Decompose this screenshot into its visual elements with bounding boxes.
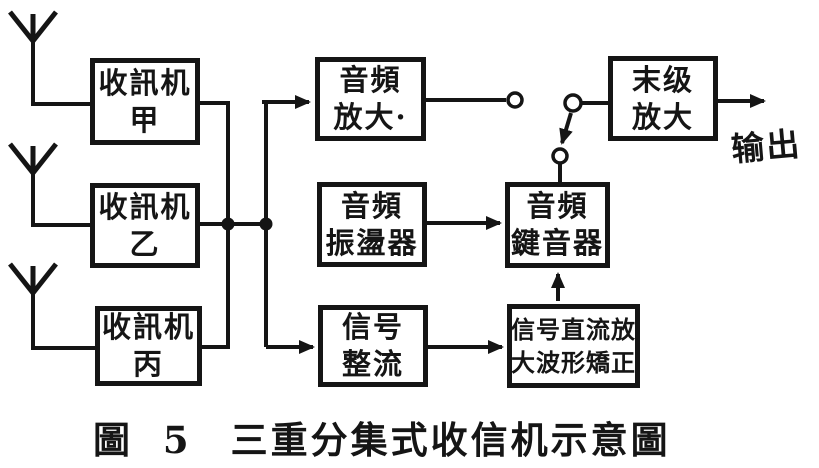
- output-label: 输出: [729, 124, 803, 169]
- switch-contact-keyer: [551, 147, 569, 165]
- switch-arm: [559, 112, 573, 145]
- block-label: 音頻: [526, 189, 589, 223]
- block-receiver-a: 收訊机 甲: [90, 58, 200, 145]
- block-signal-dc-amp-waveform-corrector: 信号直流放 大波形矯正: [507, 304, 640, 388]
- block-label: 音頻: [340, 188, 403, 223]
- block-receiver-b: 收訊机 乙: [90, 183, 200, 268]
- block-label: 鍵音器: [510, 226, 604, 260]
- block-label: 收訊机: [98, 65, 192, 100]
- block-af-oscillator: 音頻 振盪器: [317, 182, 427, 267]
- antenna-1-icon: [8, 10, 58, 46]
- block-receiver-c: 收訊机 丙: [95, 306, 202, 386]
- block-signal-rectifier: 信号 整流: [318, 305, 428, 387]
- antenna-3-feedline: [31, 292, 95, 350]
- switch-pivot-contact: [563, 93, 583, 113]
- figure-title: 三重分集式收信机示意圖: [230, 418, 671, 462]
- junction-dot-bus2: [259, 217, 273, 231]
- block-label: 收訊机: [101, 310, 195, 344]
- block-label: 末级: [631, 62, 694, 97]
- antenna-2-icon: [8, 142, 58, 178]
- block-label: 信号: [341, 310, 404, 344]
- block-label: 放大·: [333, 100, 408, 134]
- block-label: 放大: [631, 99, 694, 134]
- block-label: 信号直流放: [511, 315, 636, 344]
- block-label: 整流: [341, 347, 404, 381]
- block-label: 甲: [129, 102, 161, 137]
- block-label: 收訊机: [98, 189, 192, 224]
- block-af-keyer: 音頻 鍵音器: [505, 182, 610, 268]
- antenna-1-feedline: [31, 40, 90, 106]
- figure-number: 圖 5: [93, 418, 199, 462]
- block-label: 丙: [132, 347, 164, 381]
- block-final-amplifier: 末级 放大: [608, 56, 718, 141]
- junction-dot-bus1: [221, 217, 235, 231]
- block-label: 乙: [129, 226, 161, 261]
- block-af-amplifier: 音頻 放大·: [315, 57, 426, 141]
- block-label: 振盪器: [325, 225, 419, 260]
- block-label: 音頻: [339, 63, 402, 97]
- block-label: 大波形矯正: [511, 348, 636, 377]
- antenna-2-feedline: [31, 172, 90, 227]
- figure-caption: 圖 5 三重分集式收信机示意圖: [93, 410, 671, 464]
- switch-contact-af-amp: [506, 91, 524, 109]
- antenna-3-icon: [8, 262, 58, 298]
